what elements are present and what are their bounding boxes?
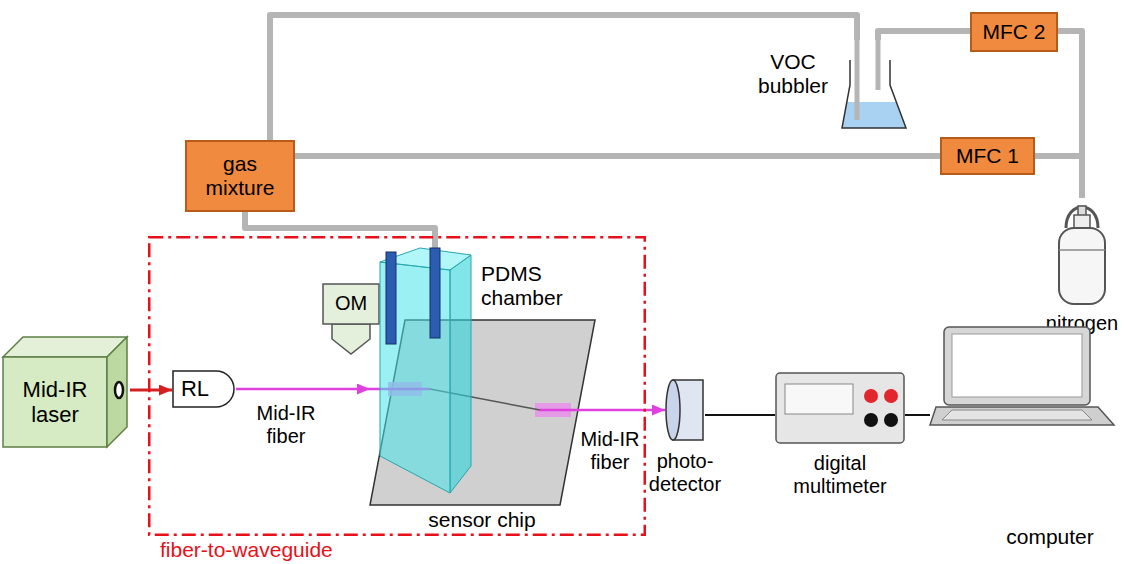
objective-body [323,284,379,324]
bubbler-tube [855,40,860,120]
connector-group [130,15,1082,415]
laser-beam [130,389,172,392]
node-text: gas mixture [187,142,293,210]
connector-label: Mid-IR fiber [250,402,322,448]
multimeter-drawing [775,372,905,444]
laser-top [3,337,127,357]
node-text: MFC 1 [942,139,1033,173]
part-label: photo- detector [642,450,728,496]
part-label: digital multimeter [780,452,900,498]
gas-cylinder: nitrogen [1056,198,1108,306]
bubbler-flask: VOC bubbler [842,40,908,132]
node-text: OM [322,283,380,324]
laptop-screen [952,334,1082,397]
multimeter: digital multimeter [775,372,905,444]
node-text: MFC 2 [972,14,1056,50]
meter-terminal [884,413,898,427]
chamber-tube [430,248,440,338]
dashed-outline [149,237,645,535]
flask-outline [842,60,906,128]
part-label: PDMS chamber [481,262,576,310]
fiber-end [540,409,595,412]
gas-pipe [295,153,940,159]
part-label: VOC bubbler [752,50,834,98]
bubbler-tube [876,40,881,90]
gas-pipe [1058,31,1082,198]
signal-wire [705,414,775,416]
meter-terminal [864,413,878,427]
node-text: Mid-IR laser [3,357,107,447]
cylinder-body [1059,228,1105,304]
fiber-line [595,409,665,412]
part-label: computer [990,525,1110,549]
meter-terminal [884,389,898,403]
pdms-chamber: PDMS chamber [378,248,473,493]
meter-body [776,373,904,443]
flask-body [842,60,906,128]
cylinder-band [1059,249,1105,251]
chamber-side [450,255,471,493]
cylinder-handle [1066,207,1098,228]
signal-wire [905,414,930,416]
lens-outline [173,371,234,407]
flask-liquid [842,102,906,128]
laser-front [3,357,107,447]
chamber-tube [386,252,396,344]
meter-display [785,384,853,414]
mfc-box: MFC 2 [970,12,1058,52]
photodetector-drawing [665,378,705,442]
connector-label: Mid-IR fiber [578,428,642,474]
node-text: RL [172,370,218,408]
gas-pipe [1035,156,1082,198]
laser-box: Mid-IR laser [2,335,130,450]
mixer-box: gas mixture [185,140,295,212]
gas-cylinder-drawing [1056,198,1108,306]
laptop-lid [944,327,1090,405]
dashed-region: fiber-to-waveguideRLOMsensor chipPDMS ch… [148,236,646,536]
laser-side [107,337,127,447]
gas-pipe [270,15,857,140]
microscope-objective: OM [322,283,380,355]
laptop-base [930,407,1114,425]
fiber-line [236,388,370,391]
mfc-box: MFC 1 [940,137,1035,175]
photodetector: photo- detector [665,378,705,442]
objective-tip [332,324,370,354]
laptop-computer: computer [930,325,1116,425]
gas-pipe [245,212,435,248]
gas-pipe [878,31,970,40]
meter-terminal [864,389,878,403]
pdms-chamber-drawing [378,248,473,493]
part-label: sensor chip [402,508,562,532]
laptop-computer-drawing [930,325,1116,425]
part-label: fiber-to-waveguide [160,538,460,562]
bubbler-flask-drawing [842,40,908,132]
laser-aperture [115,382,123,398]
cylinder-collar [1074,215,1090,229]
laptop-keyboard [942,410,1092,420]
detector-window [666,380,680,440]
lens-box: RL [172,370,236,408]
